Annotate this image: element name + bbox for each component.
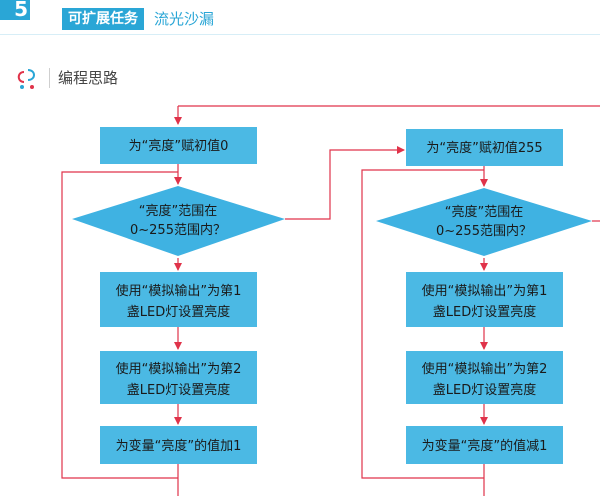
right-condition-line1: “亮度”范围在 (445, 204, 523, 220)
right-update-text: 为变量“亮度”的值减1 (422, 438, 548, 454)
left-init-text: 为“亮度”赋初值0 (129, 138, 229, 154)
right-step2-box (406, 351, 563, 404)
chapter-number: 5 (0, 0, 30, 20)
header-tag: 可扩展任务 (62, 8, 144, 30)
left-condition-line2: 0~255范围内？ (130, 222, 226, 238)
connector-right-loop (361, 169, 484, 479)
left-step2-line1: 使用“模拟输出”为第2 (116, 361, 242, 377)
right-step1-line1: 使用“模拟输出”为第1 (422, 283, 548, 299)
left-step1-box (100, 272, 257, 327)
left-flow: 为“亮度”赋初值0 “亮度”范围在 0~255范围内？ 使用“模拟输出”为第1 … (72, 127, 285, 464)
left-step1-line2: 盏LED灯设置亮度 (127, 304, 230, 320)
link-icon (17, 69, 35, 89)
connector-left-loop (61, 171, 178, 479)
left-update-text: 为变量“亮度”的值加1 (116, 438, 242, 454)
right-flow: 为“亮度”赋初值255 “亮度”范围在 0~255范围内？ 使用“模拟输出”为第… (376, 129, 592, 464)
right-init-box (406, 129, 563, 166)
left-condition-diamond (72, 186, 285, 256)
section-title: 编程思路 (58, 69, 119, 87)
section-divider (49, 68, 50, 88)
left-step2-line2: 盏LED灯设置亮度 (127, 382, 230, 398)
right-condition-line2: 0~255范围内？ (436, 223, 532, 239)
left-condition-line1: “亮度”范围在 (139, 203, 217, 219)
left-step1-line1: 使用“模拟输出”为第1 (116, 283, 242, 299)
connectors (61, 105, 600, 496)
right-update-box (406, 426, 563, 464)
right-step1-line2: 盏LED灯设置亮度 (433, 304, 536, 320)
left-init-box (100, 127, 257, 164)
right-init-text: 为“亮度”赋初值255 (426, 140, 542, 156)
right-step2-line2: 盏LED灯设置亮度 (433, 382, 536, 398)
header-divider (0, 34, 600, 35)
left-step2-box (100, 351, 257, 404)
header-subtitle: 流光沙漏 (154, 10, 215, 28)
right-condition-diamond (376, 188, 592, 256)
left-update-box (100, 426, 257, 464)
right-step2-line1: 使用“模拟输出”为第2 (422, 361, 548, 377)
connector-cond-to-right (285, 146, 405, 220)
right-step1-box (406, 272, 563, 327)
